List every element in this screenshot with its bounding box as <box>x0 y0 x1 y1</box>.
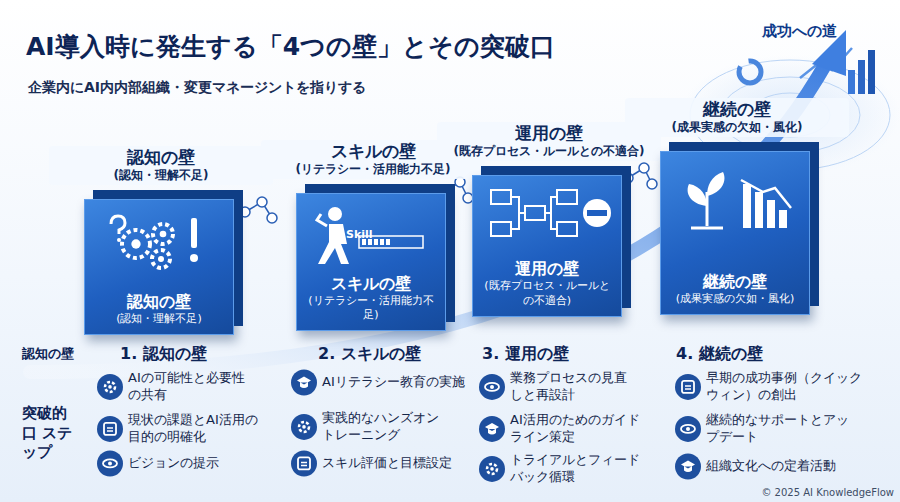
wall-face: 継続の壁(成果実感の欠如・風化) <box>660 151 810 315</box>
label-text: 突破的口 ステップ <box>22 404 80 463</box>
step-item: ビジョンの提示 <box>128 455 253 472</box>
wall-face: 運用の壁(既存プロセス・ルールとの不適合) <box>472 175 622 317</box>
column-heading: 3. 運用の壁 <box>482 344 569 365</box>
step-item: AIリテラシー教育の実施 <box>322 374 472 391</box>
wall-face-text: 運用の壁 <box>515 259 579 279</box>
step-icon <box>291 450 317 476</box>
column-heading: 1. 認知の壁 <box>120 344 207 365</box>
wall-block: 継続の壁(成果実感の欠如・風化)継続の壁(成果実感の欠如・風化) <box>660 98 810 315</box>
wall-face-text: スキルの壁 <box>331 274 411 294</box>
column-heading: 2. スキルの壁 <box>318 344 421 365</box>
step-icon <box>97 416 123 442</box>
step-item: 組織文化への定着活動 <box>706 458 876 475</box>
step-item: 業務プロセスの見直しと再設計 <box>510 370 635 404</box>
wall-heading: 継続の壁(成果実感の欠如・風化) <box>625 98 849 137</box>
step-icon <box>291 414 317 440</box>
wall-face-text: 継続の壁 <box>703 272 767 292</box>
label-text: Skill <box>346 228 373 242</box>
wall-block: 運用の壁(既存プロセス・ルールとの不適合)運用の壁(既存プロセス・ルールとの不適… <box>472 122 622 317</box>
wall-heading-text: (認知・理解不足) <box>51 168 271 184</box>
step-item: 実践的なハンズオントレーニング <box>322 410 442 444</box>
wall-heading: 認知の壁(認知・理解不足) <box>49 146 273 185</box>
step-item: トライアルとフィードバック循環 <box>510 452 640 486</box>
step-item: 継続的なサポートとアップデート <box>706 412 856 446</box>
step-item: スキル評価と目標設定 <box>322 455 462 472</box>
step-item: 現状の課題とAI活用の目的の明確化 <box>128 412 263 446</box>
wall-icon <box>479 180 615 259</box>
label-text: 認知の壁 <box>22 346 74 363</box>
step-icon <box>675 453 701 479</box>
wall-icon <box>111 216 198 268</box>
wall-face-text: 認知の壁 <box>127 292 191 312</box>
step-icon <box>97 374 123 400</box>
wall-icon <box>491 190 611 236</box>
step-item: 早期の成功事例（クイックウィン）の創出 <box>706 370 871 404</box>
wall-face-text: (リテラシー・活用能力不足) <box>303 294 439 323</box>
step-icon <box>675 374 701 400</box>
wall-face: スキルの壁(リテラシー・活用能力不足) <box>296 193 446 332</box>
wall-heading-text: (リテラシー・活用能力不足) <box>263 162 483 178</box>
wall-icon <box>667 156 803 272</box>
label-text: 企業内にAI内内部組織・変更マネージントを指りする <box>28 78 366 96</box>
column-heading: 4. 継続の壁 <box>676 344 763 365</box>
step-icon <box>479 374 505 400</box>
label-text: © 2025 AI KnowledgeFlow <box>761 486 894 499</box>
wall-face-text: (既存プロセス・ルールとの不適合) <box>479 279 615 308</box>
step-icon <box>479 416 505 442</box>
step-icon <box>97 450 123 476</box>
wall-heading-text: 認知の壁 <box>51 147 271 168</box>
wall-face-text: (認知・理解不足) <box>116 312 202 326</box>
wall-face: 認知の壁(認知・理解不足) <box>84 199 234 335</box>
step-item: AIの可能性と必要性の共有 <box>128 370 253 404</box>
wall-heading-text: (既存プロセス・ルールとの不適合) <box>439 144 659 160</box>
title: AI導入時に発生する「4つの壁」とその突破口 <box>26 30 555 63</box>
wall-block: 認知の壁(認知・理解不足)認知の壁(認知・理解不足) <box>84 146 234 335</box>
wall-icon <box>91 204 227 292</box>
wall-icon <box>688 172 791 228</box>
step-icon <box>675 416 701 442</box>
wall-icon <box>317 207 423 264</box>
wall-face-text: (成果実感の欠如・風化) <box>676 292 795 306</box>
step-item: AI活用のためのガイドライン策定 <box>510 412 640 446</box>
label-text: 成功への道 <box>762 22 837 42</box>
step-icon <box>479 456 505 482</box>
step-icon <box>291 369 317 395</box>
wall-heading-text: (成果実感の欠如・風化) <box>627 120 847 136</box>
wall-heading-text: 継続の壁 <box>627 99 847 120</box>
